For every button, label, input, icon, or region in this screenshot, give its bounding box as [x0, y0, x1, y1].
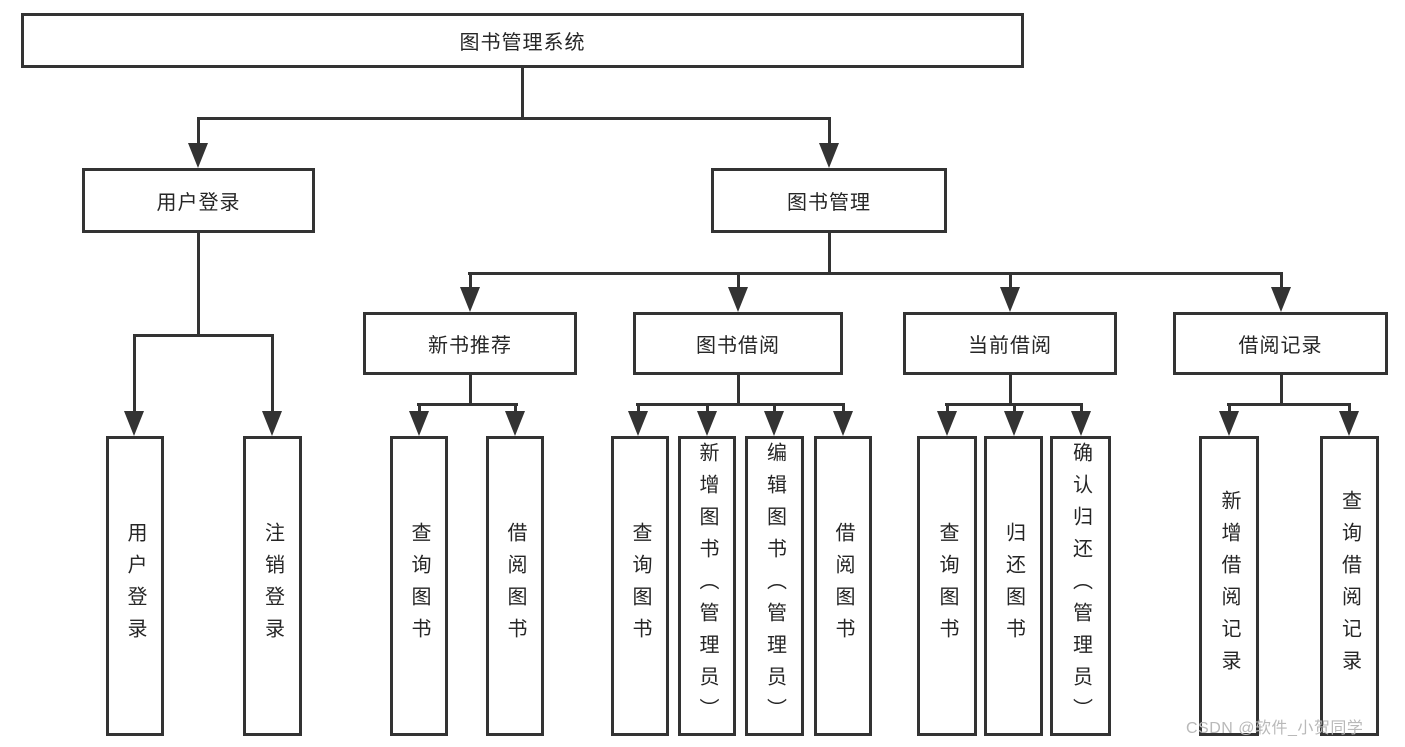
leaf-current-query-label: 查询图书 [936, 522, 958, 650]
connector-root-split [197, 117, 831, 120]
connector-stem-user-login [197, 117, 200, 145]
leaf-records-add-label: 新增借阅记录 [1218, 490, 1240, 682]
connector-stem-login-leaf [133, 334, 136, 415]
arrowhead-records-leaf1 [1219, 411, 1239, 436]
node-book-management: 图书管理 [711, 168, 947, 233]
arrowhead-borrow-leaf3 [764, 411, 784, 436]
connector-stem-book-mgmt [828, 117, 831, 145]
connector-current-drop [1009, 375, 1012, 406]
arrowhead-current-leaf1 [937, 411, 957, 436]
leaf-borrow-add-admin: 新增图书（管理员） [678, 436, 736, 736]
connector-stem-borrow-leaf1 [637, 403, 640, 415]
connector-stem-current [1009, 272, 1012, 290]
leaf-newbooks-borrow-label: 借阅图书 [504, 522, 526, 650]
arrowhead-records-leaf2 [1339, 411, 1359, 436]
leaf-user-login: 用户登录 [106, 436, 164, 736]
connector-userlogin-split [133, 334, 274, 337]
leaf-current-return: 归还图书 [984, 436, 1043, 736]
node-book-management-label: 图书管理 [787, 192, 871, 214]
connector-root-drop [521, 66, 524, 119]
leaf-records-query: 查询借阅记录 [1320, 436, 1379, 736]
arrowhead-new-books [460, 287, 480, 312]
arrowhead-current [1000, 287, 1020, 312]
arrowhead-borrow-leaf4 [833, 411, 853, 436]
leaf-current-return-label: 归还图书 [1002, 522, 1025, 650]
leaf-records-add: 新增借阅记录 [1199, 436, 1259, 736]
arrowhead-current-leaf3 [1071, 411, 1091, 436]
arrowhead-logout-leaf [262, 411, 282, 436]
connector-level3-split [468, 272, 1282, 275]
connector-records-drop [1280, 375, 1283, 406]
leaf-borrow-edit-admin-label: 编辑图书（管理员） [763, 442, 786, 730]
connector-bookmgmt-drop [828, 233, 831, 275]
node-root-label: 图书管理系统 [459, 32, 586, 54]
leaf-current-query: 查询图书 [917, 436, 977, 736]
connector-stem-current-leaf1 [946, 403, 949, 415]
arrowhead-newbooks-leaf2 [505, 411, 525, 436]
leaf-borrow-query: 查询图书 [611, 436, 669, 736]
arrowhead-records [1271, 287, 1291, 312]
arrowhead-borrow [728, 287, 748, 312]
connector-newbooks-drop [469, 375, 472, 406]
connector-newbooks-split [417, 403, 518, 406]
leaf-newbooks-query-label: 查询图书 [408, 522, 430, 650]
node-user-login: 用户登录 [82, 168, 315, 233]
node-current-borrowing: 当前借阅 [903, 312, 1117, 375]
node-new-book-recommend: 新书推荐 [363, 312, 577, 375]
leaf-current-confirm-admin-label: 确认归还（管理员） [1069, 442, 1092, 730]
connector-stem-current-leaf3 [1080, 403, 1083, 415]
arrowhead-borrow-leaf1 [628, 411, 648, 436]
connector-borrow-split [636, 403, 845, 406]
connector-stem-borrow-leaf4 [842, 403, 845, 415]
connector-stem-borrow [737, 272, 740, 290]
connector-stem-newbooks-leaf1 [418, 403, 421, 415]
node-current-borrowing-label: 当前借阅 [968, 335, 1052, 357]
connector-stem-records [1280, 272, 1283, 290]
arrowhead-login-leaf [124, 411, 144, 436]
connector-stem-records-leaf1 [1228, 403, 1231, 415]
node-root: 图书管理系统 [21, 13, 1024, 68]
leaf-logout-label: 注销登录 [261, 522, 284, 650]
leaf-borrow-query-label: 查询图书 [629, 522, 651, 650]
node-book-borrowing: 图书借阅 [633, 312, 843, 375]
connector-stem-current-leaf2 [1013, 403, 1016, 415]
leaf-logout: 注销登录 [243, 436, 302, 736]
arrowhead-book-mgmt [819, 143, 839, 168]
leaf-current-confirm-admin: 确认归还（管理员） [1050, 436, 1111, 736]
arrowhead-borrow-leaf2 [697, 411, 717, 436]
leaf-borrow-add-admin-label: 新增图书（管理员） [696, 442, 718, 730]
leaf-user-login-label: 用户登录 [124, 522, 146, 650]
node-user-login-label: 用户登录 [156, 192, 241, 214]
arrowhead-user-login [188, 143, 208, 168]
connector-stem-borrow-leaf3 [773, 403, 776, 415]
leaf-newbooks-borrow: 借阅图书 [486, 436, 544, 736]
leaf-borrow-borrow-label: 借阅图书 [832, 522, 854, 650]
connector-userlogin-drop [197, 233, 200, 336]
connector-records-split [1227, 403, 1351, 406]
arrowhead-newbooks-leaf1 [409, 411, 429, 436]
node-borrow-records: 借阅记录 [1173, 312, 1388, 375]
node-book-borrowing-label: 图书借阅 [696, 335, 780, 357]
leaf-newbooks-query: 查询图书 [390, 436, 448, 736]
leaf-records-query-label: 查询借阅记录 [1338, 490, 1361, 682]
connector-stem-records-leaf2 [1348, 403, 1351, 415]
node-borrow-records-label: 借阅记录 [1238, 335, 1323, 357]
watermark-text: CSDN @软件_小贺同学 [1186, 720, 1364, 737]
arrowhead-current-leaf2 [1004, 411, 1024, 436]
connector-stem-logout-leaf [271, 334, 274, 415]
leaf-borrow-edit-admin: 编辑图书（管理员） [745, 436, 804, 736]
connector-stem-borrow-leaf2 [706, 403, 709, 415]
connector-stem-newbooks-leaf2 [514, 403, 517, 415]
connector-stem-new-books [469, 272, 472, 290]
leaf-borrow-borrow: 借阅图书 [814, 436, 872, 736]
connector-borrow-drop [737, 375, 740, 406]
node-new-book-recommend-label: 新书推荐 [428, 335, 512, 357]
